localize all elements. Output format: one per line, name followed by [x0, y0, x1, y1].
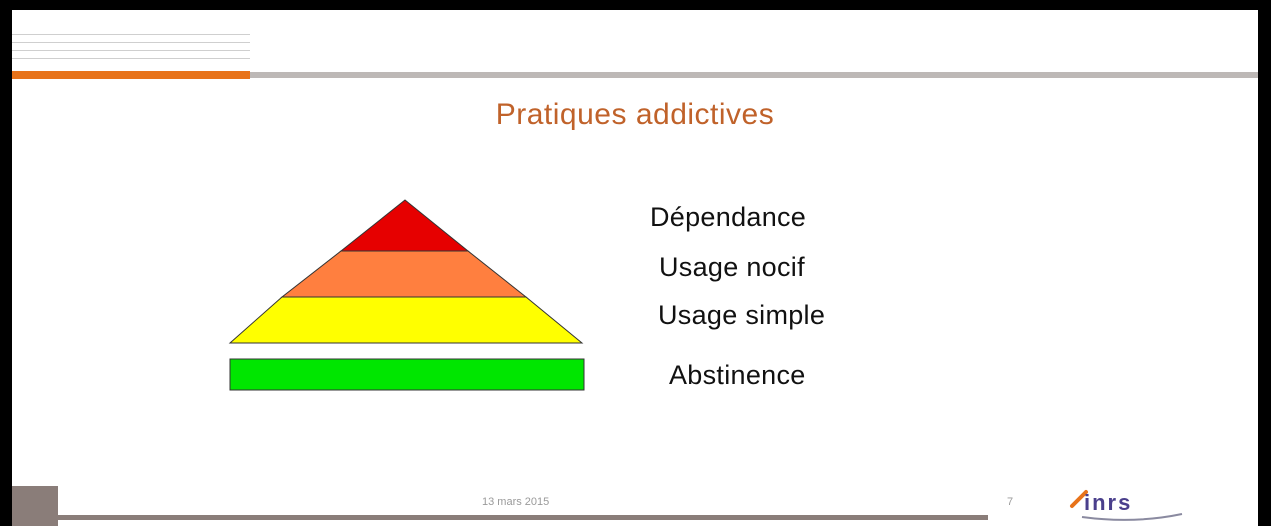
level-label-usage-simple: Usage simple: [658, 300, 826, 330]
pyramid-tier-dependance: [339, 199, 470, 252]
header-line: [12, 34, 250, 35]
pyramid-base-abstinence: [229, 358, 585, 391]
page-number: 7: [1007, 496, 1014, 508]
slide-title: Pratiques addictives: [495, 98, 775, 131]
pyramid-tier-usage-simple: [228, 296, 584, 344]
level-label-usage-nocif: Usage nocif: [659, 252, 805, 282]
pyramid-tier-usage-nocif: [280, 250, 528, 298]
footer-block: [12, 486, 58, 526]
inrs-logo: inrs: [1070, 490, 1183, 521]
header-line: [12, 42, 250, 43]
header-accent-bar: [12, 71, 250, 79]
svg-text:inrs: inrs: [1084, 490, 1132, 515]
footer-date: 13 mars 2015: [482, 496, 550, 508]
level-label-abstinence: Abstinence: [669, 360, 806, 390]
header-line: [12, 58, 250, 59]
footer-bar: [58, 515, 988, 520]
slide: Pratiques addictives Dépendance Usage no…: [12, 10, 1258, 526]
header-line: [12, 50, 250, 51]
header-divider-bar: [250, 72, 1258, 78]
level-label-dependance: Dépendance: [650, 202, 807, 232]
pyramid-diagram: [228, 199, 585, 391]
